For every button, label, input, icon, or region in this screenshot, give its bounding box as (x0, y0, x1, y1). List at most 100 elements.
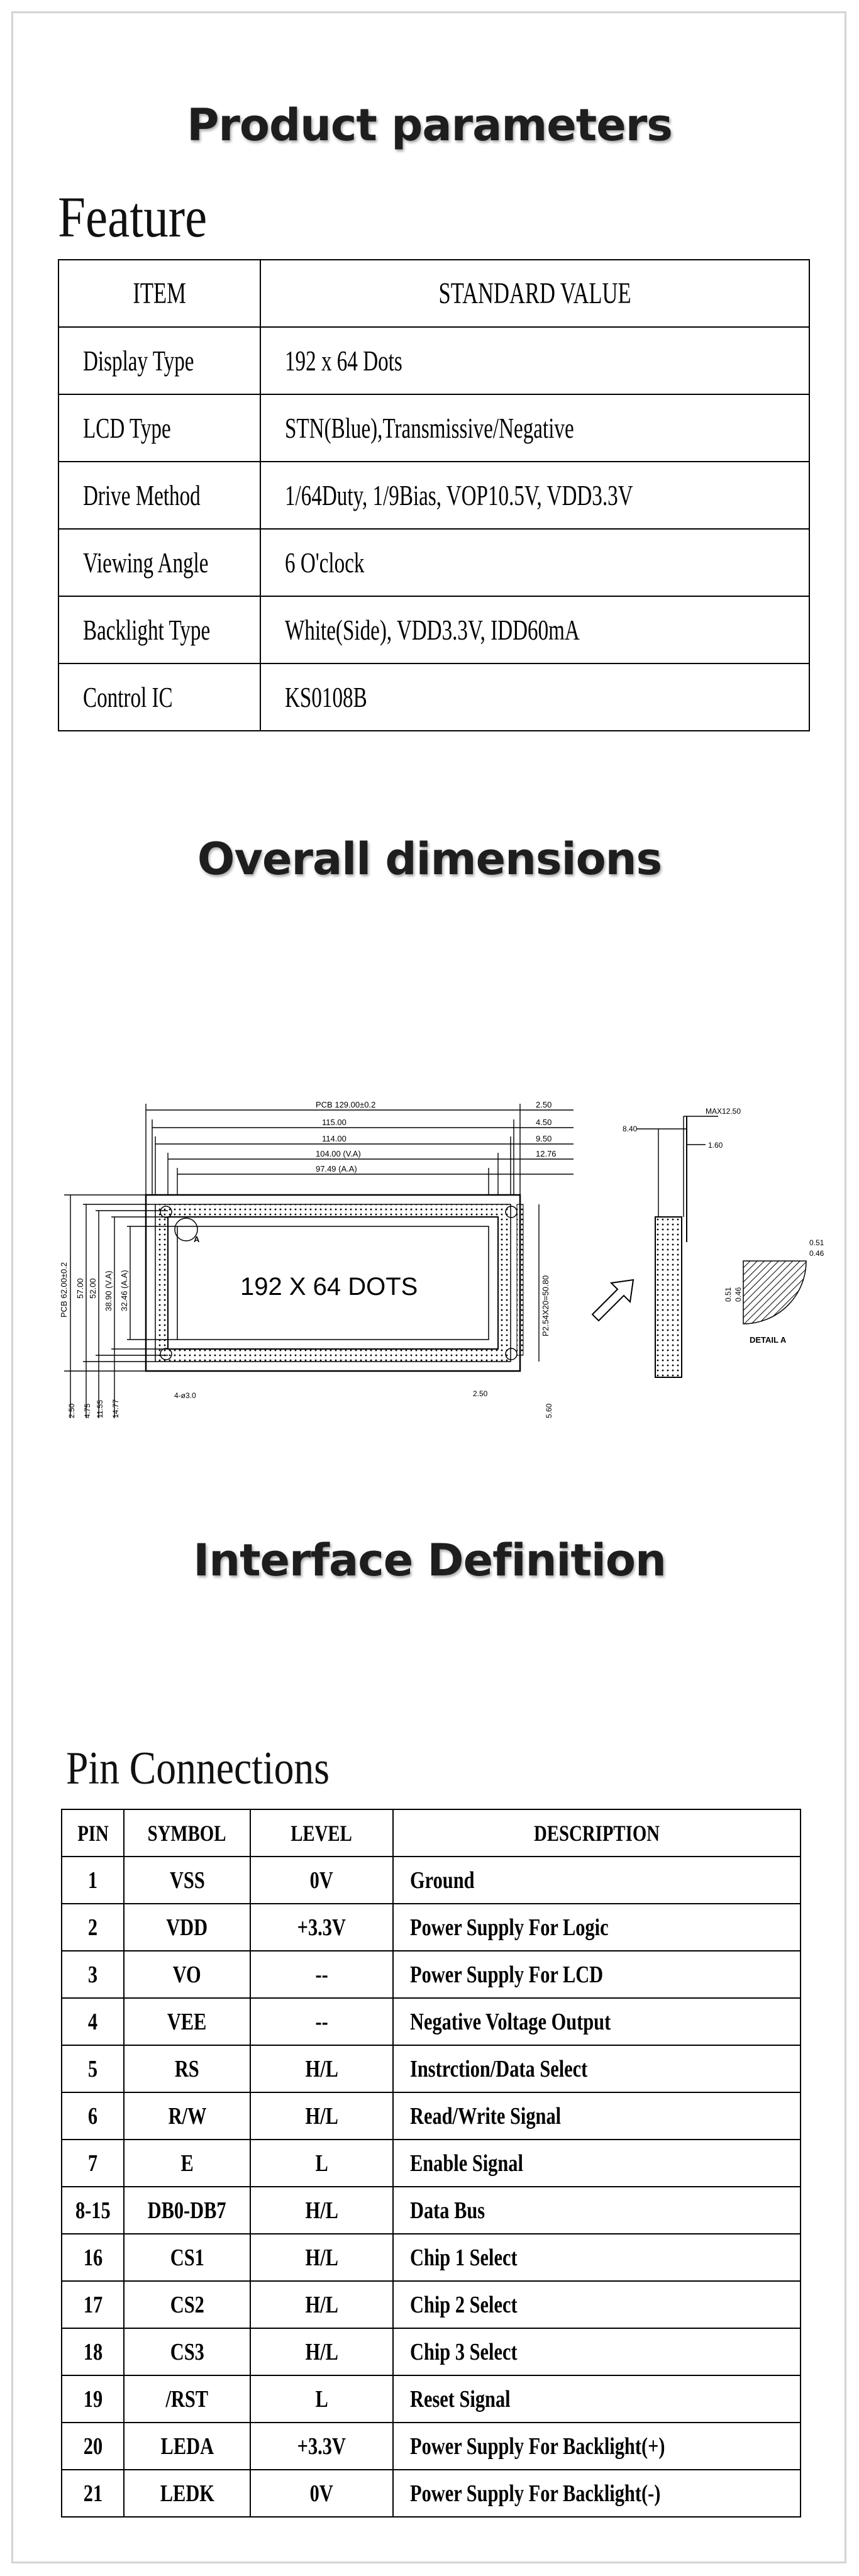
active-area (177, 1226, 489, 1340)
pin-symbol: LEDA (123, 2422, 251, 2470)
arrow-icon (591, 1279, 635, 1322)
feature-value: STN(Blue),Transmissive/Negative (259, 394, 811, 462)
dim-pcb-height: PCB 62.00±0.2 (59, 1262, 69, 1318)
side-dim-3: 1.60 (708, 1141, 723, 1150)
feature-value: White(Side), VDD3.3V, IDD60mA (259, 596, 811, 664)
feature-header-item: ITEM (58, 259, 261, 328)
dim-r2: 4.50 (536, 1118, 551, 1127)
pin-level: +3.3V (250, 2422, 394, 2470)
detail-label: DETAIL A (750, 1335, 787, 1345)
screen-label: 192 X 64 DOTS (240, 1273, 418, 1301)
pin-level: H/L (250, 2092, 394, 2140)
feature-item: Backlight Type (58, 596, 261, 664)
dim-pcb-width: PCB 129.00±0.2 (316, 1100, 375, 1109)
feature-item: Control IC (58, 663, 261, 731)
table-row: 16 CS1 H/L Chip 1 Select (61, 2233, 801, 2282)
pin-description: Enable Signal (392, 2139, 801, 2187)
pin-number: 2 (61, 1903, 125, 1951)
pin-header-pin: PIN (61, 1809, 125, 1857)
pin-level: 0V (250, 1856, 394, 1904)
dim-57: 57.00 (75, 1278, 85, 1299)
pin-description: Chip 1 Select (392, 2233, 801, 2282)
pin-symbol: CS3 (123, 2328, 251, 2376)
pin-symbol: VO (123, 1950, 251, 1999)
table-header-row: ITEM STANDARD VALUE (58, 259, 811, 328)
table-row: 6 R/W H/L Read/Write Signal (61, 2092, 801, 2140)
pin-symbol: R/W (123, 2092, 251, 2140)
pin-level: L (250, 2375, 394, 2423)
pin-symbol: RS (123, 2045, 251, 2093)
pin-description: Chip 2 Select (392, 2280, 801, 2329)
dim-b1: 2.50 (67, 1403, 76, 1418)
pin-number: 1 (61, 1856, 125, 1904)
dim-aa-height: 32.46 (A.A) (119, 1270, 129, 1311)
side-dim-1: 8.40 (623, 1124, 638, 1133)
pin-level: -- (250, 1950, 394, 1999)
pin-level: H/L (250, 2045, 394, 2093)
feature-item: Viewing Angle (58, 528, 261, 597)
pin-number: 21 (61, 2469, 125, 2518)
pin-description: Ground (392, 1856, 801, 1904)
pin-symbol: /RST (123, 2375, 251, 2423)
pin-symbol: CS2 (123, 2280, 251, 2329)
pin-number: 4 (61, 1997, 125, 2046)
feature-value: 6 O'clock (259, 528, 811, 597)
table-row: 3 VO -- Power Supply For LCD (61, 1950, 801, 1999)
pin-description: Power Supply For Logic (392, 1903, 801, 1951)
pin-number: 3 (61, 1950, 125, 1999)
table-row: Control IC KS0108B (58, 663, 811, 731)
pin-symbol: LEDK (123, 2469, 251, 2518)
pin-description: Chip 3 Select (392, 2328, 801, 2376)
heading-pin-connections: Pin Connections (66, 1743, 330, 1794)
dim-114: 114.00 (322, 1134, 346, 1143)
heading-feature: Feature (58, 185, 208, 249)
top-dimension-lines (145, 1104, 574, 1195)
dim-va-width: 104.00 (V.A) (316, 1149, 361, 1158)
detail-a-icon (743, 1260, 807, 1324)
table-row: LCD Type STN(Blue),Transmissive/Negative (58, 394, 811, 462)
table-row: Drive Method 1/64Duty, 1/9Bias, VOP10.5V… (58, 461, 811, 530)
pin-level: H/L (250, 2328, 394, 2376)
table-row: 17 CS2 H/L Chip 2 Select (61, 2280, 801, 2329)
left-dimension-lines (64, 1194, 177, 1418)
pin-description: Data Bus (392, 2186, 801, 2235)
pin-symbol: VSS (123, 1856, 251, 1904)
table-row: 20 LEDA +3.3V Power Supply For Backlight… (61, 2422, 801, 2470)
dim-52: 52.00 (88, 1278, 97, 1299)
table-row: 1 VSS 0V Ground (61, 1856, 801, 1904)
pin-number: 8-15 (61, 2186, 125, 2235)
dim-bottom-1: 2.50 (473, 1389, 488, 1398)
pin-level: L (250, 2139, 394, 2187)
heading-overall-dimensions: Overall dimensions (197, 833, 662, 885)
dim-r1: 2.50 (536, 1100, 551, 1109)
feature-value: 1/64Duty, 1/9Bias, VOP10.5V, VDD3.3V (259, 461, 811, 530)
detail-dim-4: 0.46 (734, 1287, 743, 1302)
dim-r3: 9.50 (536, 1134, 551, 1143)
table-row: 5 RS H/L Instrction/Data Select (61, 2045, 801, 2093)
pin-header-description: DESCRIPTION (392, 1809, 801, 1857)
pin-symbol: CS1 (123, 2233, 251, 2282)
pin-symbol: E (123, 2139, 251, 2187)
pin-number: 16 (61, 2233, 125, 2282)
hole-label: 4-ø3.0 (174, 1391, 196, 1400)
detail-dim-3: 0.51 (724, 1287, 733, 1302)
table-row: 21 LEDK 0V Power Supply For Backlight(-) (61, 2469, 801, 2518)
heading-interface-definition: Interface Definition (193, 1535, 667, 1586)
heading-product-parameters: Product parameters (187, 99, 673, 151)
table-row: Viewing Angle 6 O'clock (58, 528, 811, 597)
table-row: 8-15 DB0-DB7 H/L Data Bus (61, 2186, 801, 2235)
corner-label: A (194, 1235, 200, 1244)
pin-number: 5 (61, 2045, 125, 2093)
hole-icon (160, 1348, 172, 1360)
pin-number: 19 (61, 2375, 125, 2423)
table-header-row: PIN SYMBOL LEVEL DESCRIPTION (61, 1809, 801, 1857)
pin-number: 17 (61, 2280, 125, 2329)
feature-item: Drive Method (58, 461, 261, 530)
pitch-label: P2.54X20=50.80 (541, 1275, 550, 1336)
feature-value: 192 x 64 Dots (259, 326, 811, 395)
table-row: 19 /RST L Reset Signal (61, 2375, 801, 2423)
side-view-body (655, 1216, 682, 1378)
pin-number: 7 (61, 2139, 125, 2187)
pin-symbol: VEE (123, 1997, 251, 2046)
feature-value: KS0108B (259, 663, 811, 731)
